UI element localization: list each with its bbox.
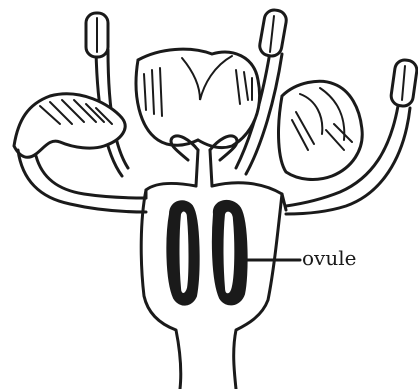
- left-petal: [14, 94, 146, 212]
- style: [196, 150, 212, 186]
- right-petal: [279, 81, 363, 179]
- ovary: [141, 183, 286, 389]
- left-locule-inner: [179, 211, 190, 294]
- right-petal-outline: [279, 81, 363, 179]
- left-stamen: [86, 13, 128, 176]
- right-locule-inner: [223, 211, 236, 295]
- ovule-label: ovule: [302, 246, 356, 270]
- center-petal: [136, 49, 260, 147]
- left-petal-stalk-back: [36, 156, 146, 198]
- center-petal-outline: [136, 49, 260, 147]
